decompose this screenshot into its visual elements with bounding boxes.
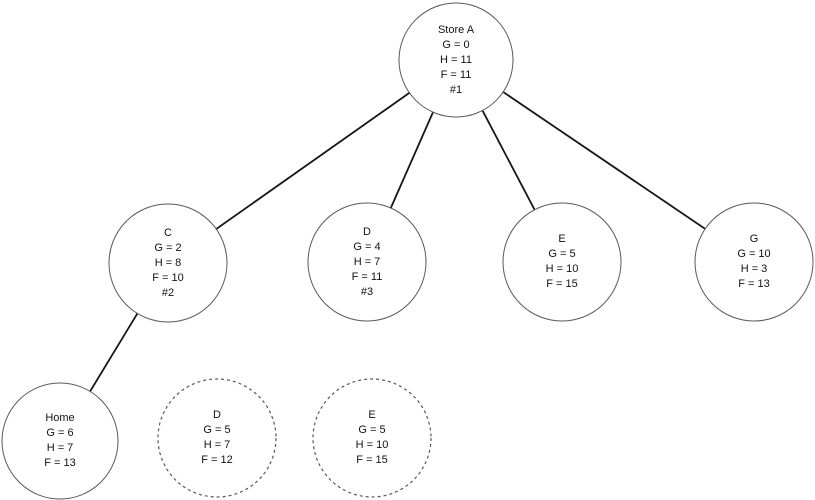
node-g-value: G = 6 — [46, 427, 74, 439]
node-f-value: F = 12 — [201, 454, 233, 466]
node-d: D G = 4 H = 7 F = 11 #3 — [308, 203, 426, 321]
node-c: C G = 2 H = 8 F = 10 #2 — [109, 204, 227, 322]
node-h-value: H = 8 — [154, 256, 182, 269]
node-h-value: H = 10 — [355, 439, 389, 451]
node-title: E — [368, 409, 376, 421]
node-store-a: Store A G = 0 H = 11 F = 11 #1 — [399, 3, 513, 117]
node-f-value: F = 15 — [356, 454, 388, 466]
node-title: C — [164, 226, 172, 239]
node-g-value: G = 5 — [358, 424, 386, 436]
node-h-value: H = 11 — [440, 53, 472, 66]
node-e: E G = 5 H = 10 F = 15 — [503, 203, 621, 321]
node-f-value: F = 15 — [546, 278, 578, 290]
node-g-value: G = 5 — [548, 248, 576, 260]
node-h-value: H = 7 — [203, 439, 231, 451]
node-g: G G = 10 H = 3 F = 13 — [695, 203, 813, 321]
node-f-value: F = 10 — [152, 271, 184, 284]
node-e-frontier: E G = 5 H = 10 F = 15 — [313, 379, 431, 497]
node-g-value: G = 0 — [442, 38, 470, 51]
node-title: E — [558, 233, 566, 245]
node-d-frontier: D G = 5 H = 7 F = 12 — [158, 379, 276, 497]
node-f-value: F = 11 — [351, 270, 383, 283]
node-circle-store-a — [398, 2, 514, 118]
edge-storea-g — [455, 59, 755, 263]
node-circle-e — [502, 202, 622, 322]
node-circle-g — [694, 202, 814, 322]
node-expansion-order: #2 — [161, 286, 175, 299]
node-title: G — [749, 233, 759, 245]
node-expansion-order: #3 — [360, 285, 374, 298]
node-circle-e-frontier — [312, 378, 432, 498]
node-circle-d-frontier — [157, 378, 277, 498]
node-circle-home — [1, 382, 119, 500]
node-home: Home G = 6 H = 7 F = 13 — [2, 383, 118, 499]
node-f-value: F = 13 — [738, 278, 770, 290]
node-h-value: H = 7 — [353, 255, 381, 268]
node-h-value: H = 3 — [740, 263, 768, 275]
node-f-value: F = 13 — [44, 457, 76, 469]
node-title: D — [363, 225, 371, 238]
node-h-value: H = 7 — [46, 442, 74, 454]
node-expansion-order: #1 — [449, 83, 463, 96]
node-g-value: G = 4 — [353, 240, 381, 253]
node-g-value: G = 5 — [203, 424, 231, 436]
node-circle-d — [307, 202, 427, 322]
node-title: Home — [45, 412, 75, 424]
node-f-value: F = 11 — [440, 68, 472, 81]
node-title: D — [213, 409, 221, 421]
node-title: Store A — [437, 23, 475, 36]
node-h-value: H = 10 — [545, 263, 579, 275]
node-g-value: G = 10 — [737, 248, 771, 260]
node-circle-c — [108, 203, 228, 323]
node-g-value: G = 2 — [154, 241, 182, 254]
